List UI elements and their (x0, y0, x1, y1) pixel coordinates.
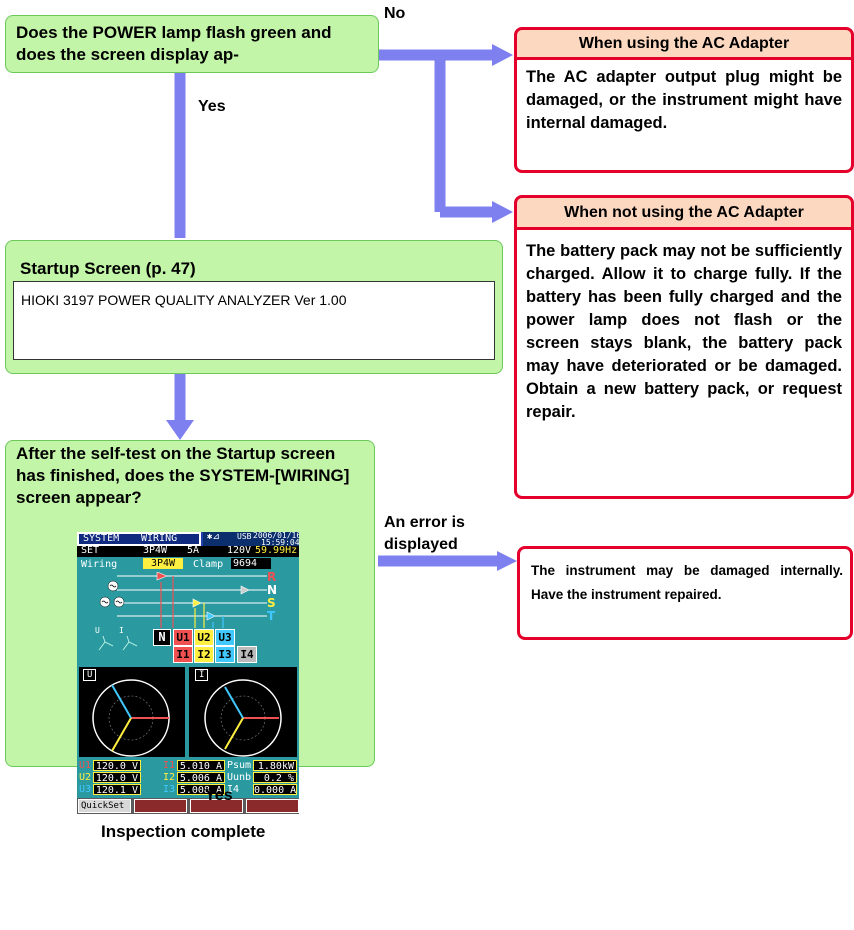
phase-r: R (267, 570, 277, 584)
vector-diagrams (92, 679, 282, 757)
tab-system: SYSTEM (83, 533, 120, 544)
meas-value-sum: 0.000 A (253, 784, 297, 796)
tab-wiring: WIRING (141, 533, 178, 544)
vector-label-u: U (83, 669, 97, 681)
startup-screen-box: Startup Screen (p. 47) HIOKI 3197 POWER … (5, 240, 503, 374)
phase-s: S (267, 596, 276, 610)
startup-screen-title: Startup Screen (p. 47) (20, 259, 196, 278)
setting-voltage: 120V (227, 545, 252, 556)
meas-label-sum: I4 (227, 784, 240, 795)
phase-n: N (267, 583, 278, 597)
voltage-vector-panel (79, 667, 185, 757)
meas-value-u: 120.0 V (93, 760, 141, 772)
no-adapter-header: When not using the AC Adapter (514, 195, 854, 230)
no-adapter-box: The battery pack may not be sufficiently… (514, 227, 854, 499)
wiring-value[interactable]: 3P4W (143, 558, 184, 569)
ui-label-i: I (119, 626, 124, 635)
status-date: 2006/01/16 (253, 532, 299, 540)
error-damaged-text: The instrument may be damaged internally… (531, 563, 843, 602)
status-icons: ✱⊿ (207, 532, 220, 542)
clamp-value[interactable]: 9694 (231, 558, 272, 569)
question-power-lamp-text: Does the POWER lamp flash green and does… (16, 23, 332, 64)
ac-adapter-text: The AC adapter output plug might be dama… (526, 68, 842, 132)
arrowhead-battery (492, 201, 513, 223)
meas-label-u: U3 (79, 784, 92, 795)
function-key-button[interactable] (246, 799, 299, 813)
arrowhead-ac (492, 44, 513, 66)
function-key-button[interactable] (190, 799, 243, 813)
meas-value-u: 120.0 V (93, 772, 141, 784)
terminal-i2: I2 (194, 646, 214, 663)
vector-label-i: I (195, 669, 209, 681)
question-power-lamp-box: Does the POWER lamp flash green and does… (5, 15, 379, 73)
status-time: 15:59:04 (261, 538, 299, 547)
meas-label-sum: Psum (227, 760, 252, 771)
setting-set: SET (81, 545, 100, 556)
current-vector-panel (189, 667, 297, 757)
terminal-u2: U2 (194, 629, 214, 646)
clamp-label: Clamp (193, 559, 224, 570)
meas-label-i: I1 (163, 760, 176, 771)
label-yes: Yes (198, 98, 226, 115)
meas-label-u: U2 (79, 772, 92, 783)
terminal-n: N (153, 629, 171, 646)
no-adapter-text: The battery pack may not be sufficiently… (526, 242, 842, 421)
function-key-button[interactable] (134, 799, 187, 813)
wiring-label: Wiring (81, 559, 118, 570)
arrowhead-q2 (166, 420, 194, 440)
quickset-button[interactable]: QuickSet (78, 799, 131, 813)
tab-bar (77, 532, 203, 548)
ui-label-u: U (95, 626, 100, 635)
meas-label-u: U1 (79, 760, 92, 771)
meas-value-sum: 1.80kW (253, 760, 297, 772)
setting-frequency: 59.99Hz (255, 545, 298, 556)
ac-adapter-header: When using the AC Adapter (514, 27, 854, 60)
inspection-complete: Inspection complete (101, 822, 266, 841)
terminal-i1: I1 (173, 646, 193, 663)
meas-value-sum: 0.2 % (253, 772, 297, 784)
meas-value-i: 5.008 A (177, 784, 225, 796)
label-error-displayed: An error is displayed (384, 514, 465, 553)
terminal-u1: U1 (173, 629, 193, 646)
function-key-bar: QuickSet (77, 798, 299, 814)
instrument-wiring-screen: SYSTEM WIRING ✱⊿ USB 2006/01/16 15:59:04… (77, 532, 299, 814)
meas-label-sum: Uunb (227, 772, 252, 783)
arrowhead-error (497, 551, 517, 571)
startup-screen-version: HIOKI 3197 POWER QUALITY ANALYZER Ver 1.… (21, 292, 347, 308)
startup-screen-display: HIOKI 3197 POWER QUALITY ANALYZER Ver 1.… (13, 281, 495, 360)
terminal-u3: U3 (215, 629, 235, 646)
phase-t: T (267, 609, 276, 623)
meas-label-i: I2 (163, 772, 176, 783)
setting-row (77, 546, 299, 557)
meas-value-i: 5.010 A (177, 760, 225, 772)
question-selftest-text: After the self-test on the Startup scree… (16, 444, 350, 507)
terminal-i3: I3 (215, 646, 235, 663)
meas-label-i: I3 (163, 784, 176, 795)
error-damaged-box: The instrument may be damaged internally… (517, 546, 853, 640)
meas-value-i: 5.006 A (177, 772, 225, 784)
terminal-i4: I4 (237, 646, 257, 663)
wiring-diagram (98, 572, 267, 651)
ac-adapter-box: The AC adapter output plug might be dama… (514, 57, 854, 173)
setting-wiring: 3P4W (143, 545, 168, 556)
status-usb: USB (237, 532, 252, 541)
meas-value-u: 120.1 V (93, 784, 141, 796)
setting-current: 5A (187, 545, 200, 556)
label-no: No (384, 5, 406, 22)
label-yes-final: Yes (205, 787, 233, 804)
